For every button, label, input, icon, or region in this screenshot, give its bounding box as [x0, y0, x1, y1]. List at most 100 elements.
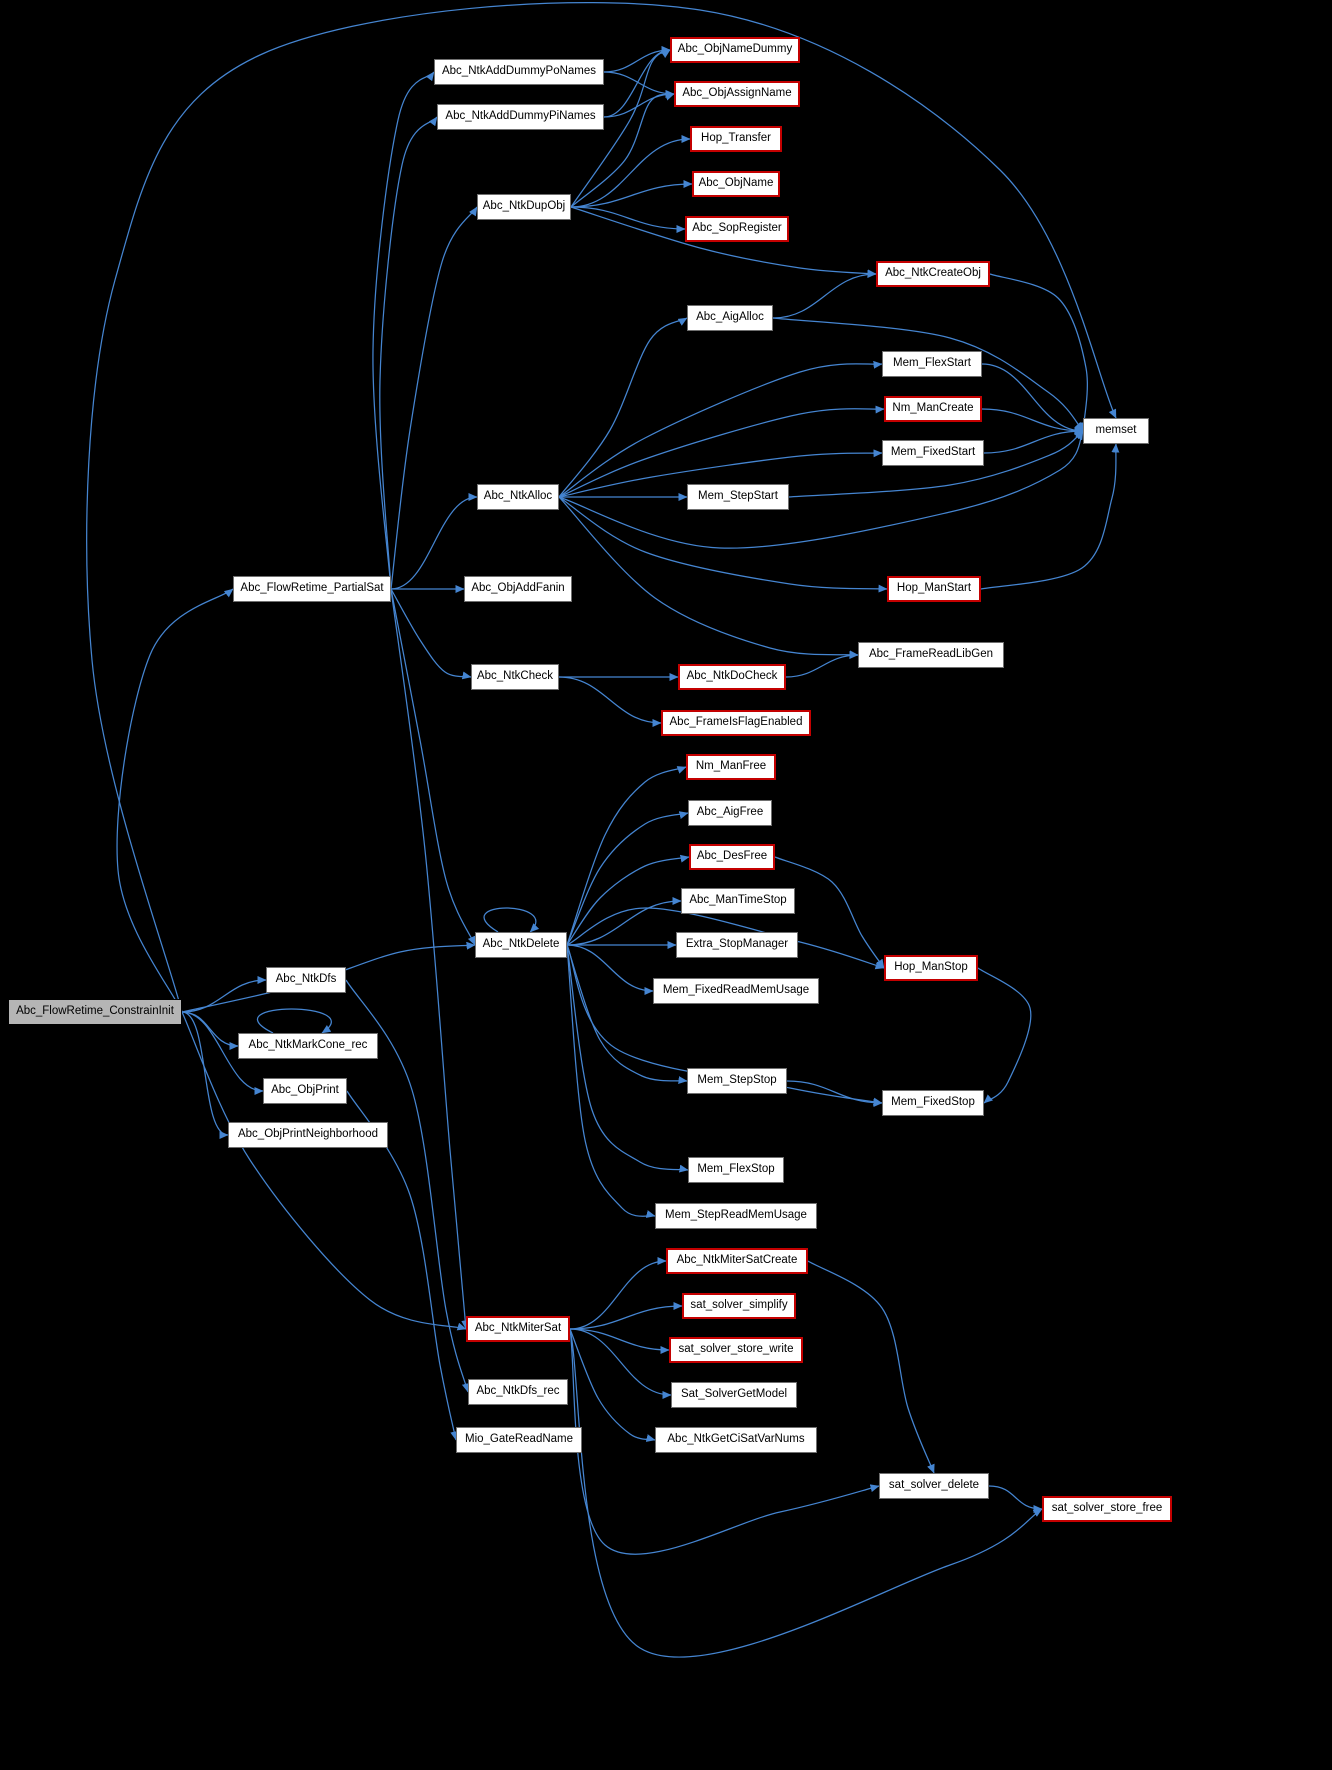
node-mem-stepstop[interactable]: Mem_StepStop	[687, 1068, 787, 1094]
call-edge	[390, 588, 470, 1330]
node-label: Mem_FixedStop	[891, 1096, 975, 1109]
node-abc-aigfree[interactable]: Abc_AigFree	[688, 800, 772, 826]
call-edge	[772, 270, 877, 319]
node-label: Abc_NtkDoCheck	[686, 670, 778, 683]
node-mem-fixedreadmemusage[interactable]: Mem_FixedReadMemUsage	[653, 978, 819, 1004]
call-edge	[569, 1257, 667, 1330]
node-abc-ntkmitersat[interactable]: Abc_NtkMiterSat	[466, 1316, 570, 1342]
node-abc-ntkdupobj[interactable]: Abc_NtkDupObj	[477, 194, 571, 220]
call-edge	[570, 206, 877, 278]
node-mem-stepstart[interactable]: Mem_StepStart	[687, 484, 789, 510]
node-abc-ntkdfs[interactable]: Abc_NtkDfs	[266, 967, 346, 993]
node-sat-solver-simplify[interactable]: sat_solver_simplify	[682, 1293, 796, 1319]
node-label: Mem_StepReadMemUsage	[665, 1209, 807, 1222]
node-abc-frameisflagenabled[interactable]: Abc_FrameIsFlagEnabled	[661, 710, 811, 736]
node-label: sat_solver_delete	[888, 1479, 980, 1492]
node-label: Abc_FrameIsFlagEnabled	[669, 716, 803, 729]
call-edge	[566, 897, 682, 946]
node-abc-mantimestop[interactable]: Abc_ManTimeStop	[681, 888, 795, 914]
call-edge	[566, 944, 689, 1173]
node-label: Abc_SopRegister	[692, 222, 782, 235]
node-label: Abc_DesFree	[696, 850, 768, 863]
node-abc-objprint[interactable]: Abc_ObjPrint	[263, 1078, 347, 1104]
call-edge	[345, 979, 470, 1393]
node-mem-stepreadmemusage[interactable]: Mem_StepReadMemUsage	[655, 1203, 817, 1229]
node-abc-desfree[interactable]: Abc_DesFree	[689, 844, 775, 870]
call-edge	[569, 1328, 880, 1555]
node-abc-aigalloc[interactable]: Abc_AigAlloc	[687, 305, 773, 331]
node-abc-ntkdfs-rec[interactable]: Abc_NtkDfs_rec	[468, 1379, 568, 1405]
call-edge	[566, 944, 654, 995]
node-label: Hop_Transfer	[701, 132, 771, 145]
node-abc-framereadlibgen[interactable]: Abc_FrameReadLibGen	[858, 642, 1004, 668]
call-edge	[390, 206, 478, 590]
call-edge	[772, 317, 1084, 432]
call-edge	[558, 496, 859, 659]
node-mio-gatereadname[interactable]: Mio_GateReadName	[456, 1427, 582, 1453]
node-abc-ntkgetcisatvarnums[interactable]: Abc_NtkGetCiSatVarNums	[655, 1427, 817, 1453]
call-edge	[566, 854, 690, 946]
node-label: Abc_NtkDelete	[482, 938, 560, 951]
node-hop-manstop[interactable]: Hop_ManStop	[884, 955, 978, 981]
node-label: Abc_NtkDfs_rec	[476, 1385, 560, 1398]
node-label: Mem_StepStop	[697, 1074, 777, 1087]
node-abc-objaddfanin[interactable]: Abc_ObjAddFanin	[464, 576, 572, 602]
node-mem-flexstop[interactable]: Mem_FlexStop	[688, 1157, 784, 1183]
call-edge	[603, 71, 675, 98]
call-edge	[566, 766, 687, 946]
node-sat-solvergetmodel[interactable]: Sat_SolverGetModel	[671, 1382, 797, 1408]
node-extra-stopmanager[interactable]: Extra_StopManager	[676, 932, 798, 958]
node-label: Hop_ManStop	[894, 961, 968, 974]
node-label: Abc_NtkCheck	[476, 670, 554, 683]
node-abc-objnamedummy[interactable]: Abc_ObjNameDummy	[670, 37, 800, 63]
node-abc-flowretime-partialsat[interactable]: Abc_FlowRetime_PartialSat	[233, 576, 391, 602]
node-label: Nm_ManFree	[695, 760, 767, 773]
node-hop-manstart[interactable]: Hop_ManStart	[887, 576, 981, 602]
node-sat-solver-store-free[interactable]: sat_solver_store_free	[1042, 1496, 1172, 1522]
node-abc-flowretime-constraininit[interactable]: Abc_FlowRetime_ConstrainInit	[8, 999, 182, 1025]
node-mem-fixedstop[interactable]: Mem_FixedStop	[882, 1090, 984, 1116]
node-label: Abc_FlowRetime_PartialSat	[240, 582, 384, 595]
node-label: memset	[1095, 424, 1137, 437]
node-abc-ntkcreateobj[interactable]: Abc_NtkCreateObj	[876, 261, 990, 287]
call-edge	[558, 496, 888, 593]
node-hop-transfer[interactable]: Hop_Transfer	[690, 126, 782, 152]
node-abc-sopregister[interactable]: Abc_SopRegister	[685, 216, 789, 242]
node-mem-fixedstart[interactable]: Mem_FixedStart	[882, 440, 984, 466]
node-memset[interactable]: memset	[1083, 418, 1149, 444]
call-edge	[569, 1328, 1043, 1658]
call-edge	[566, 944, 656, 1218]
call-edge	[569, 1328, 672, 1399]
node-label: Abc_ObjPrintNeighborhood	[237, 1128, 378, 1141]
call-edge	[181, 1011, 229, 1139]
node-label: Abc_ObjAssignName	[682, 87, 792, 100]
node-abc-ntkcheck[interactable]: Abc_NtkCheck	[471, 664, 559, 690]
node-label: Abc_ObjAddFanin	[471, 582, 565, 595]
node-sat-solver-delete[interactable]: sat_solver_delete	[879, 1473, 989, 1499]
node-abc-objprintneighborhood[interactable]: Abc_ObjPrintNeighborhood	[228, 1122, 388, 1148]
call-edge	[977, 967, 1032, 1104]
node-abc-ntkdelete[interactable]: Abc_NtkDelete	[475, 932, 567, 958]
node-abc-objassignname[interactable]: Abc_ObjAssignName	[674, 81, 800, 107]
node-label: Sat_SolverGetModel	[680, 1388, 788, 1401]
node-abc-ntkalloc[interactable]: Abc_NtkAlloc	[477, 484, 559, 510]
call-edge	[181, 1011, 467, 1331]
node-mem-flexstart[interactable]: Mem_FlexStart	[882, 351, 982, 377]
call-edge	[558, 360, 883, 498]
call-edge	[774, 856, 885, 969]
node-abc-ntkmarkcone-rec[interactable]: Abc_NtkMarkCone_rec	[238, 1033, 378, 1059]
node-abc-objname[interactable]: Abc_ObjName	[692, 171, 780, 197]
node-label: Abc_NtkAddDummyPoNames	[441, 65, 597, 78]
node-label: Abc_NtkMiterSat	[474, 1322, 562, 1335]
node-abc-ntkadddummypinames[interactable]: Abc_NtkAddDummyPiNames	[437, 104, 604, 130]
node-sat-solver-store-write[interactable]: sat_solver_store_write	[669, 1337, 803, 1363]
call-edge	[566, 944, 883, 1106]
node-nm-manfree[interactable]: Nm_ManFree	[686, 754, 776, 780]
node-abc-ntkdocheck[interactable]: Abc_NtkDoCheck	[678, 664, 786, 690]
node-abc-ntkmitersatcreate[interactable]: Abc_NtkMiterSatCreate	[666, 1248, 808, 1274]
node-label: Mem_StepStart	[698, 490, 778, 503]
node-nm-mancreate[interactable]: Nm_ManCreate	[884, 396, 982, 422]
node-label: Abc_NtkMarkCone_rec	[248, 1039, 368, 1052]
node-abc-ntkadddummyponames[interactable]: Abc_NtkAddDummyPoNames	[434, 59, 604, 85]
